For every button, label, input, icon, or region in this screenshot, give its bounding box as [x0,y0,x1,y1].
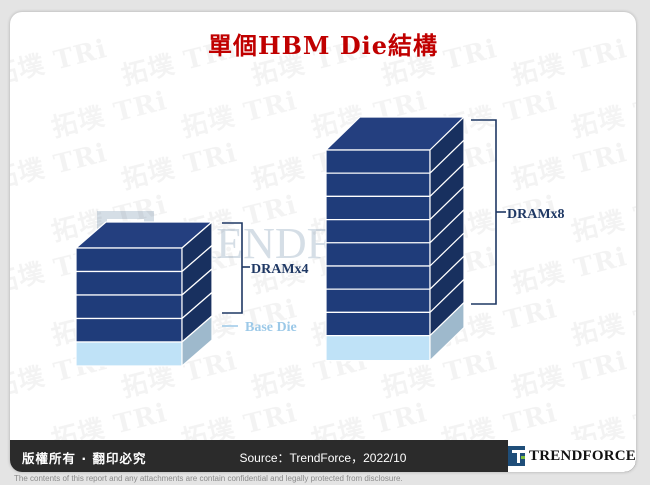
dram-layer-front [325,288,431,313]
hbm-stack-dramx4 [74,220,214,368]
logo-wordmark: TRENDFORCE [528,447,636,464]
dram-layer-front [75,317,183,343]
label-base-die: Base Die [245,320,297,335]
base-die-front [75,341,183,367]
dram-layer-front [325,265,431,290]
hbm-stack-dramx8 [324,115,466,363]
copyright-notice: 版權所有 · 翻印必究 [22,451,147,466]
dram-layer-front [75,294,183,320]
dram-layer-front [75,247,183,273]
dram-layer-front [325,311,431,337]
base-die-side [181,314,213,368]
bracket-dramx8 [471,119,497,305]
label-dramx8: DRAMx8 [507,207,565,222]
footer-bar: 版權所有 · 翻印必究 Source：TrendForce，2022/10 TR… [10,440,636,472]
slide-title: 單個HBM Die結構 [207,31,439,60]
trendforce-logo-icon [508,446,525,466]
label-dramx4: DRAMx4 [251,262,309,277]
disclaimer: The contents of this report and any atta… [14,474,403,483]
footer-logo: TRENDFORCE [508,440,636,472]
dram-layer-front [75,270,183,296]
dram-layer-front [325,195,431,221]
dram-layer-front [325,172,431,197]
bracket-dramx4 [222,222,243,314]
dram-layer-front [325,149,431,174]
dram-layer-front [325,242,431,267]
base-die-side [429,301,465,363]
base-die-front [325,335,431,362]
source-citation: Source：TrendForce，2022/10 [239,451,407,465]
dram-layer-front [325,219,431,244]
